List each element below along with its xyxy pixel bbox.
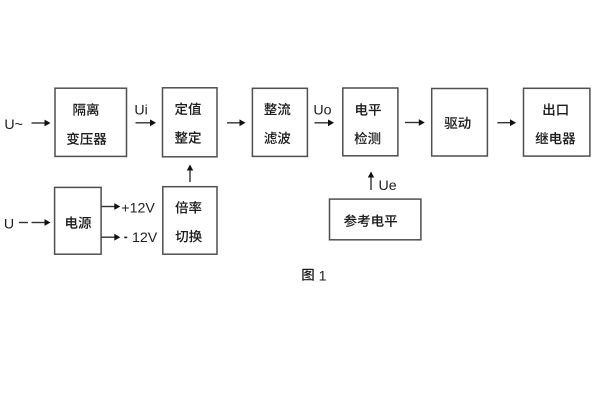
svg-text:U~: U~: [4, 117, 23, 133]
svg-text:Uo: Uo: [313, 103, 331, 119]
svg-text:U: U: [4, 217, 14, 233]
svg-text:Ue: Ue: [379, 178, 397, 194]
svg-text:Ui: Ui: [134, 103, 147, 119]
svg-text:12V: 12V: [132, 230, 158, 246]
svg-text:+12V: +12V: [121, 201, 155, 217]
svg-text:1: 1: [319, 268, 327, 284]
